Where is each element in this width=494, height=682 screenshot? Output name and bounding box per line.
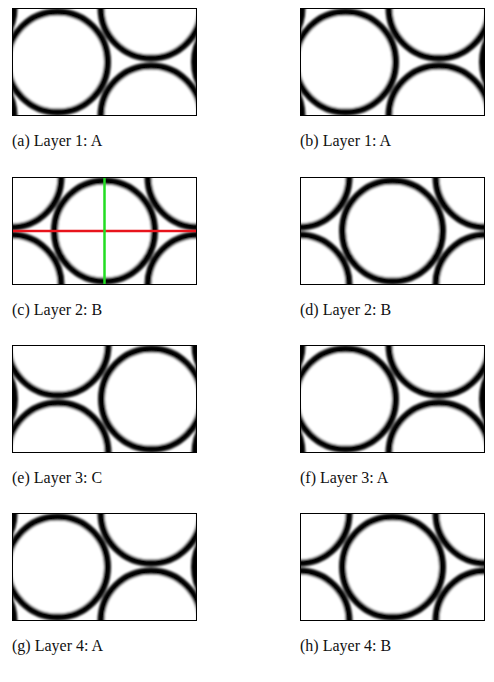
sphere-outline — [148, 177, 197, 227]
sphere-outline — [101, 513, 197, 563]
panel-frame — [301, 9, 485, 116]
subfigure-caption: (d) Layer 2: B — [300, 300, 391, 319]
packing-panel — [300, 513, 485, 621]
sphere-outline — [101, 8, 197, 58]
packing-panel — [300, 177, 485, 285]
sphere-outline — [436, 235, 485, 285]
sphere-outline — [101, 66, 197, 116]
sphere-outline — [102, 349, 198, 449]
sphere-outline — [12, 517, 108, 617]
panel-frame — [13, 178, 197, 285]
panel-frame — [13, 514, 197, 621]
sphere-outline — [12, 345, 108, 395]
sphere-outline — [343, 517, 443, 617]
sphere-outline — [436, 177, 485, 227]
packing-panel — [12, 345, 197, 453]
sphere-outline — [12, 12, 108, 112]
panel-frame — [301, 514, 485, 621]
subfigure-caption: (g) Layer 4: A — [12, 636, 103, 655]
sphere-outline — [389, 66, 485, 116]
packing-panel — [300, 8, 485, 116]
sphere-outline — [101, 571, 197, 621]
sphere-outline — [389, 403, 485, 453]
subfigure-caption: (f) Layer 3: A — [300, 468, 388, 487]
sphere-outline — [343, 181, 443, 281]
subfigure-caption: (c) Layer 2: B — [12, 300, 102, 319]
sphere-outline — [12, 403, 108, 453]
packing-panel — [12, 177, 197, 285]
packing-panel — [12, 8, 197, 116]
sphere-outline — [389, 345, 485, 395]
subfigure-caption: (a) Layer 1: A — [12, 131, 102, 150]
sphere-outline — [436, 571, 485, 621]
sphere-outline — [436, 513, 485, 563]
subfigure-caption: (h) Layer 4: B — [300, 636, 391, 655]
sphere-outline — [389, 8, 485, 58]
panel-frame — [301, 178, 485, 285]
panel-frame — [13, 9, 197, 116]
packing-panel — [12, 513, 197, 621]
subfigure-caption: (b) Layer 1: A — [300, 131, 391, 150]
sphere-outline — [300, 12, 396, 112]
sphere-outline — [148, 235, 197, 285]
subfigure-caption: (e) Layer 3: C — [12, 468, 102, 487]
sphere-outline — [300, 349, 396, 449]
packing-panel — [300, 345, 485, 453]
panel-frame — [13, 346, 197, 453]
vertical-section-line — [103, 177, 106, 285]
panel-frame — [301, 346, 485, 453]
